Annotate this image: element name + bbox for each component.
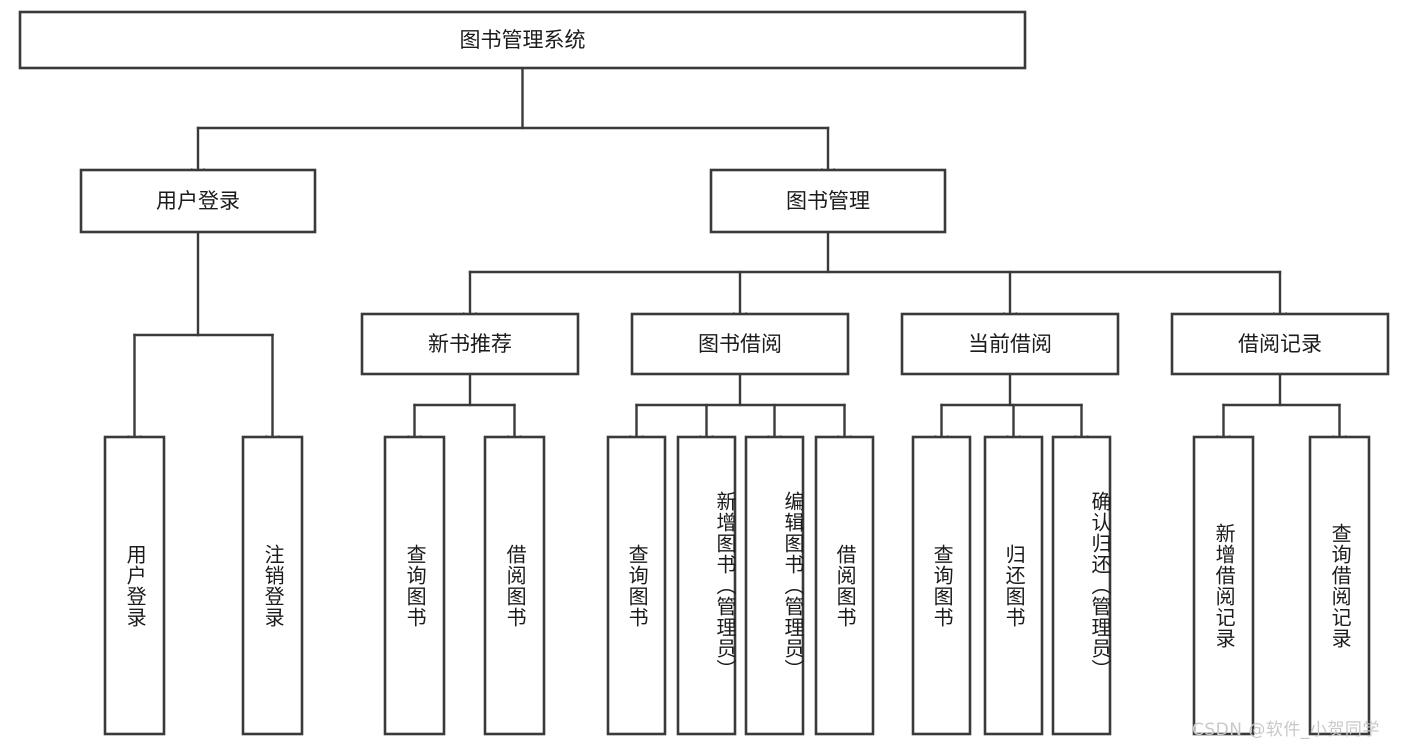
node-leaf-query-borrow-record[interactable] bbox=[1308, 435, 1371, 736]
node-leaf-logout[interactable] bbox=[241, 435, 304, 736]
node-root[interactable] bbox=[18, 10, 1027, 70]
node-label-current-borrow: 当前借阅 bbox=[968, 332, 1052, 356]
node-leaf-query-book-current[interactable] bbox=[911, 435, 972, 736]
node-leaf-query-book-borrow[interactable] bbox=[606, 435, 667, 736]
node-leaf-borrow-book-recommend[interactable] bbox=[483, 435, 546, 736]
node-user-login[interactable] bbox=[79, 168, 317, 234]
node-leaf-edit-book[interactable] bbox=[744, 435, 805, 736]
node-leaf-borrow-book[interactable] bbox=[814, 435, 875, 736]
node-leaf-return-book[interactable] bbox=[983, 435, 1044, 736]
node-leaf-confirm-return[interactable] bbox=[1051, 435, 1112, 736]
node-book-management[interactable] bbox=[709, 168, 947, 234]
node-borrow-record[interactable] bbox=[1170, 312, 1390, 376]
node-label-book-management: 图书管理 bbox=[786, 189, 870, 213]
node-leaf-query-book-recommend[interactable] bbox=[383, 435, 446, 736]
watermark-text: CSDN @软件_小贺同学 bbox=[1192, 720, 1380, 740]
node-leaf-user-login[interactable] bbox=[103, 435, 166, 736]
node-label-user-login: 用户登录 bbox=[156, 189, 240, 213]
node-leaf-add-book[interactable] bbox=[676, 435, 737, 736]
node-label-new-book-recommend: 新书推荐 bbox=[428, 332, 512, 356]
node-label-book-borrow: 图书借阅 bbox=[698, 332, 782, 356]
node-leaf-add-borrow-record[interactable] bbox=[1192, 435, 1255, 736]
node-book-borrow[interactable] bbox=[630, 312, 850, 376]
connector-layer bbox=[127, 66, 1347, 447]
node-current-borrow[interactable] bbox=[900, 312, 1120, 376]
node-new-book-recommend[interactable] bbox=[360, 312, 580, 376]
node-label-borrow-record: 借阅记录 bbox=[1238, 332, 1322, 356]
node-label-root: 图书管理系统 bbox=[460, 28, 586, 52]
